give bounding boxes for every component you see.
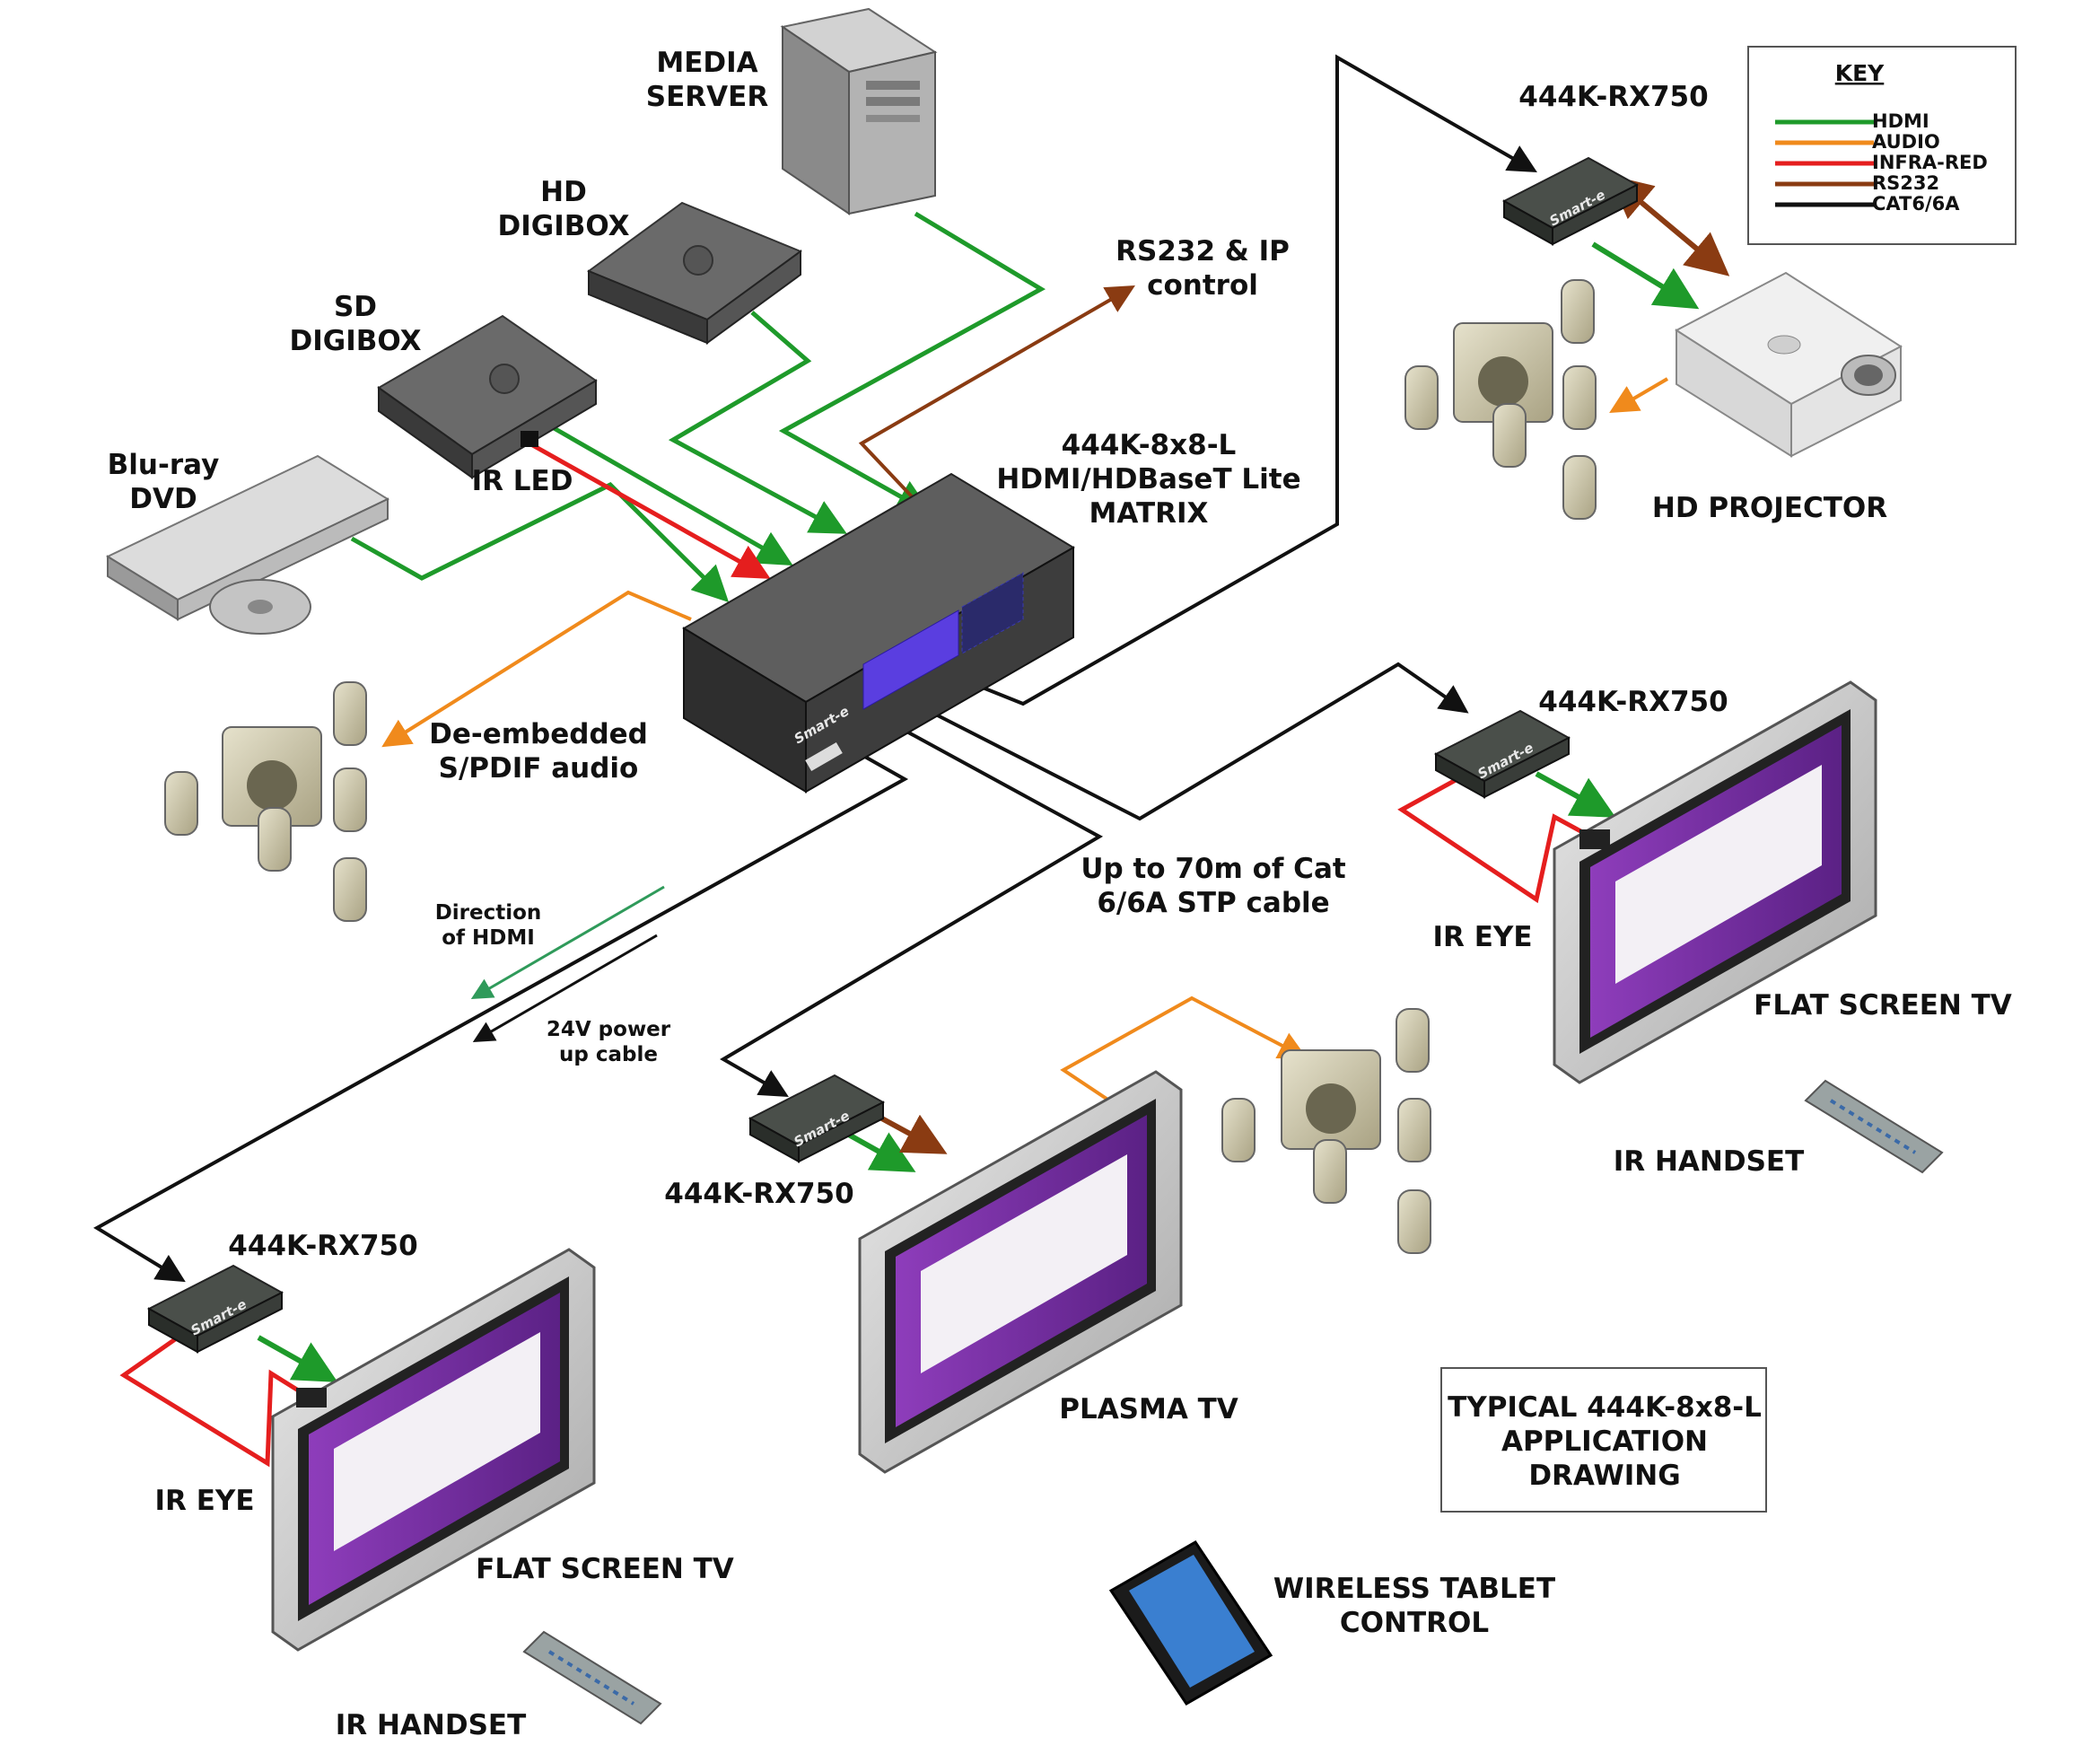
speaker-set-deembedded-icon [164, 681, 367, 922]
ir-cable-left [119, 1322, 316, 1468]
label-rx-left: 444K-RX750 [228, 1230, 417, 1262]
label-ir-handset-right: IR HANDSET [1614, 1145, 1804, 1178]
key-label-4: CAT6/6A [1872, 193, 1960, 215]
rs232-cable-control [858, 285, 1135, 512]
cables [93, 54, 1730, 1468]
key-title: KEY [1835, 60, 1885, 86]
hdmi-arrow-rx-right [1535, 771, 1616, 818]
audio-cable-deembedded [381, 590, 692, 748]
cat-cable-rx-left [93, 750, 909, 1283]
audio-arrow-projector [1609, 377, 1669, 414]
wireless-tablet-icon [1108, 1540, 1273, 1706]
hd-projector-icon [1675, 271, 1903, 458]
plasma-tv-icon [858, 1070, 1183, 1474]
receiver-mid-icon [748, 1074, 886, 1163]
hdmi-cable-media-server [778, 211, 1046, 514]
bluray-dvd-icon [105, 454, 390, 635]
receiver-left-icon [146, 1264, 284, 1354]
ir-handset-left-icon [522, 1630, 662, 1725]
label-rx-right: 444K-RX750 [1538, 686, 1728, 718]
label-flat-tv-right: FLAT SCREEN TV [1754, 989, 2012, 1022]
key-label-0: HDMI [1872, 110, 1929, 132]
label-flat-tv-left: FLAT SCREEN TV [476, 1553, 734, 1585]
label-ir-eye-right: IR EYE [1433, 921, 1533, 953]
label-plasma-tv: PLASMA TV [1059, 1393, 1238, 1425]
key-label-3: RS232 [1872, 172, 1939, 194]
hdmi-cable-sd-digibox [547, 423, 793, 566]
hd-digibox-icon [586, 201, 803, 345]
ir-cable-ir-led [528, 441, 771, 579]
label-ir-eye-left: IR EYE [155, 1485, 255, 1517]
matrix-switcher-icon [682, 472, 1075, 794]
label-ir-led: IR LED [472, 465, 573, 497]
receiver-right-icon [1433, 709, 1571, 799]
flat-screen-tv-right-icon [1553, 680, 1877, 1084]
rs232-arrow-projector [1608, 174, 1730, 276]
ir-cable-right [1397, 767, 1597, 904]
ir-handset-right-icon [1804, 1079, 1944, 1174]
label-hd-projector: HD PROJECTOR [1652, 492, 1887, 524]
speaker-set-projector-icon [1404, 279, 1597, 520]
label-rx-projector: 444K-RX750 [1518, 81, 1708, 113]
hdmi-arrow-rx-left [257, 1335, 338, 1382]
audio-cable-plasma [1060, 995, 1308, 1108]
media-server-icon [780, 7, 938, 215]
label-ir-handset-left: IR HANDSET [336, 1709, 526, 1741]
key-label-2: INFRA-RED [1872, 152, 1988, 173]
label-rx-mid: 444K-RX750 [664, 1178, 853, 1210]
key-label-1: AUDIO [1872, 131, 1940, 153]
cat-cable-rx-right [928, 662, 1469, 821]
hdmi-cable-hd-digibox [668, 311, 847, 534]
sd-digibox-icon [377, 314, 598, 479]
power-cable-arrow [472, 934, 658, 1043]
receiver-projector-icon [1501, 156, 1640, 246]
direction-of-hdmi-arrow [470, 885, 665, 1000]
speaker-set-plasma-icon [1221, 1008, 1431, 1254]
cat-cable-projector [977, 54, 1537, 706]
hdmi-arrow-projector [1591, 241, 1700, 310]
typical-drawing-frame [1440, 1367, 1767, 1513]
cat-cable-rx-mid [720, 727, 1104, 1097]
flat-screen-tv-left-icon [271, 1248, 596, 1652]
hdmi-cable-bluray [350, 481, 730, 603]
